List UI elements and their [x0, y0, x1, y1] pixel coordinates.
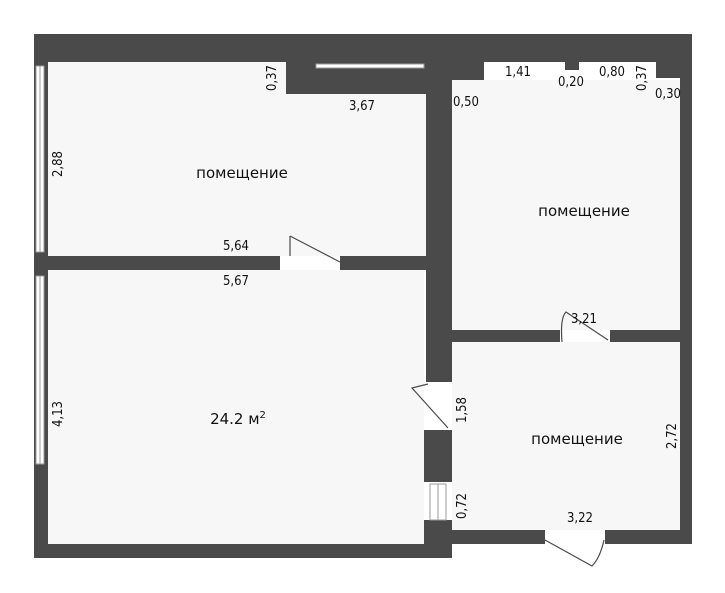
dim-right-room-bottom: 3,21	[571, 312, 597, 327]
center-wall-mid	[426, 362, 452, 382]
room-floors	[48, 62, 680, 544]
dim-top-left-width: 3,67	[349, 99, 375, 114]
door-arc-c	[410, 383, 449, 429]
right-mid-wall-right	[610, 330, 690, 342]
mid-wall-right	[340, 256, 426, 270]
room-label-main: 24.2 м2	[210, 410, 266, 428]
door-arc-b	[560, 311, 609, 343]
dim-bottom-right-height: 2,72	[665, 423, 680, 449]
dim-corridor-bottom: 0,72	[455, 493, 470, 519]
window-top	[315, 63, 425, 69]
door-arc-a	[289, 235, 341, 263]
room-label-top-right: помещение	[538, 202, 630, 220]
room-label-bottom-right: помещение	[531, 430, 623, 448]
dim-top-left-height: 2,88	[51, 151, 66, 177]
top-right-bump-a	[452, 62, 484, 80]
floor-top-right	[452, 80, 680, 330]
bottom-wall-left	[34, 544, 452, 558]
floor-main	[48, 270, 424, 544]
dim-bottom-right-width: 3,22	[567, 511, 593, 526]
right-mid-wall-left	[452, 330, 560, 342]
dim-top-left-left: 0,37	[265, 65, 280, 91]
top-right-bump-b	[565, 62, 579, 70]
dim-right-top-c: 0,20	[558, 75, 584, 90]
floor-top-left-b	[286, 94, 426, 256]
dim-right-top-d: 0,80	[599, 65, 625, 80]
dim-right-top-e: 0,37	[635, 65, 650, 91]
dim-main-height: 4,13	[51, 401, 66, 427]
doors	[280, 235, 610, 567]
dim-top-left-bottom: 5,64	[223, 239, 249, 254]
dim-right-top-a: 0,50	[453, 95, 479, 110]
top-wall	[34, 34, 692, 62]
floor-bottom-right	[452, 342, 680, 530]
room-label-top-left: помещение	[196, 164, 288, 182]
dim-right-top-f: 0,30	[655, 87, 681, 102]
door-arc-d	[544, 539, 605, 567]
center-wall-block	[424, 430, 452, 482]
mid-wall-left	[34, 256, 280, 270]
floor-top-left-a	[48, 62, 286, 256]
top-right-bump-c	[656, 62, 680, 78]
door-gap-top-left	[280, 256, 340, 270]
dim-main-top: 5,67	[223, 274, 249, 289]
center-wall-upper	[426, 62, 452, 362]
center-wall-bottom	[424, 520, 452, 558]
area-unit-sup: 2	[260, 410, 266, 421]
room-labels: помещение помещение помещение 24.2 м2	[196, 164, 630, 448]
dimension-labels: 0,37 3,67 2,88 5,64 5,67 4,13 1,58 0,72 …	[51, 65, 681, 526]
dim-right-top-b: 1,41	[505, 65, 531, 80]
windows	[35, 63, 447, 521]
dim-corridor-door: 1,58	[455, 397, 470, 423]
door-gap-bottom	[545, 530, 605, 544]
door-gap-corridor	[426, 382, 452, 430]
area-value: 24.2 м	[210, 410, 259, 428]
right-wall	[680, 34, 692, 544]
